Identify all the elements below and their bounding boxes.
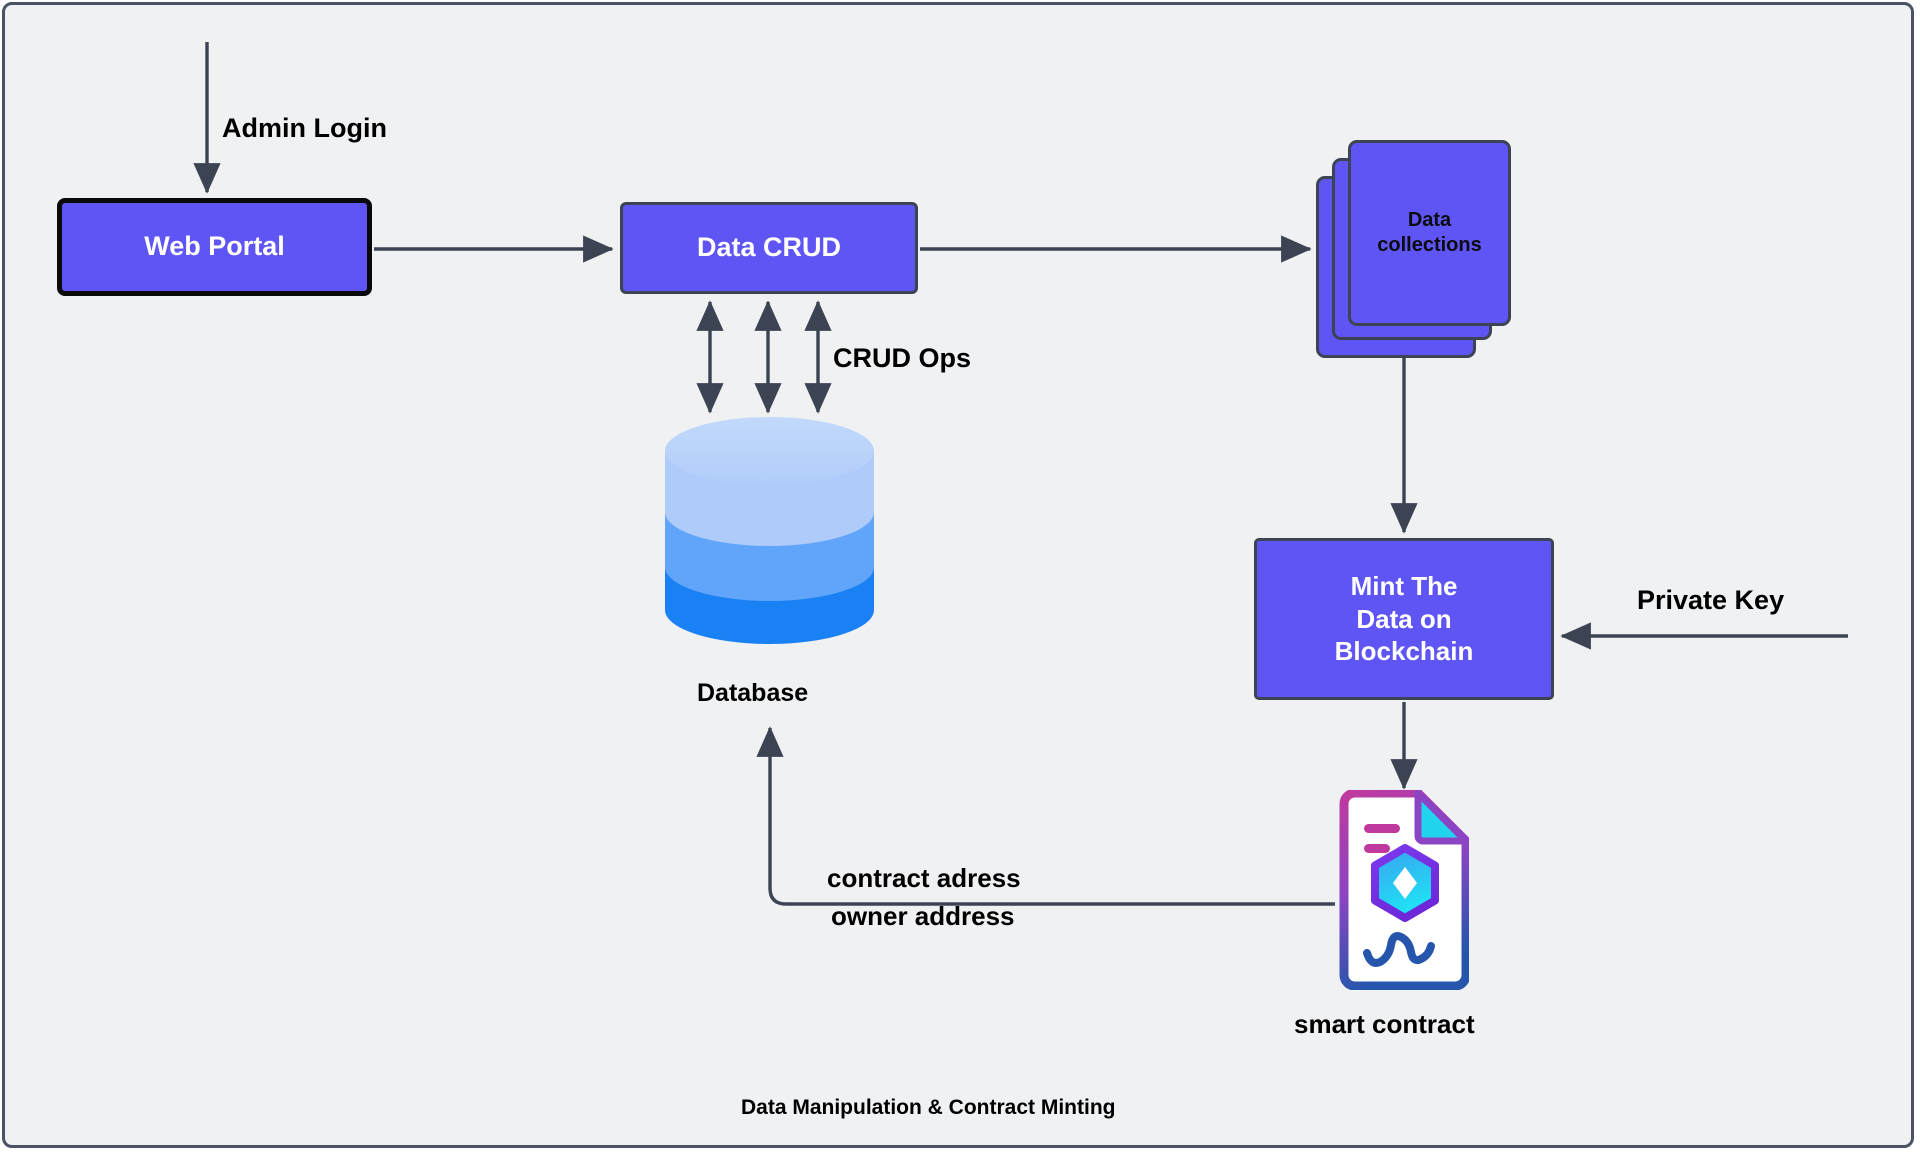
- database-cylinder: [663, 415, 876, 647]
- node-web-portal[interactable]: Web Portal: [57, 198, 372, 296]
- node-mint-on-blockchain[interactable]: Mint The Data on Blockchain: [1254, 538, 1554, 700]
- mint-label-line2: Data on: [1356, 603, 1452, 634]
- edge-label-private-key: Private Key: [1637, 585, 1785, 615]
- edge-label-crud-ops: CRUD Ops: [833, 343, 972, 373]
- mint-label-line3: Blockchain: [1334, 636, 1474, 667]
- data-collections-label-line2: collections: [1377, 234, 1482, 256]
- data-collections-label: Data collections: [1348, 140, 1511, 326]
- smart-contract-caption: smart contract: [1294, 1009, 1475, 1039]
- node-data-crud[interactable]: Data CRUD: [620, 202, 918, 294]
- edge-label-admin-login: Admin Login: [222, 113, 387, 143]
- diagram-footer-caption: Data Manipulation & Contract Minting: [741, 1096, 1116, 1119]
- edge-label-owner-address: owner address: [831, 901, 1015, 931]
- data-collections-label-line1: Data: [1407, 209, 1452, 231]
- mint-label-line1: Mint The: [1350, 571, 1458, 602]
- web-portal-label: Web Portal: [144, 231, 285, 262]
- smart-contract-icon: [1332, 788, 1471, 991]
- data-collections-card-front: [1348, 140, 1511, 326]
- edge-label-contract-address: contract adress: [827, 863, 1021, 893]
- database-caption: Database: [697, 679, 809, 707]
- data-crud-label: Data CRUD: [696, 232, 842, 263]
- node-data-collections[interactable]: Data collections: [1316, 140, 1511, 360]
